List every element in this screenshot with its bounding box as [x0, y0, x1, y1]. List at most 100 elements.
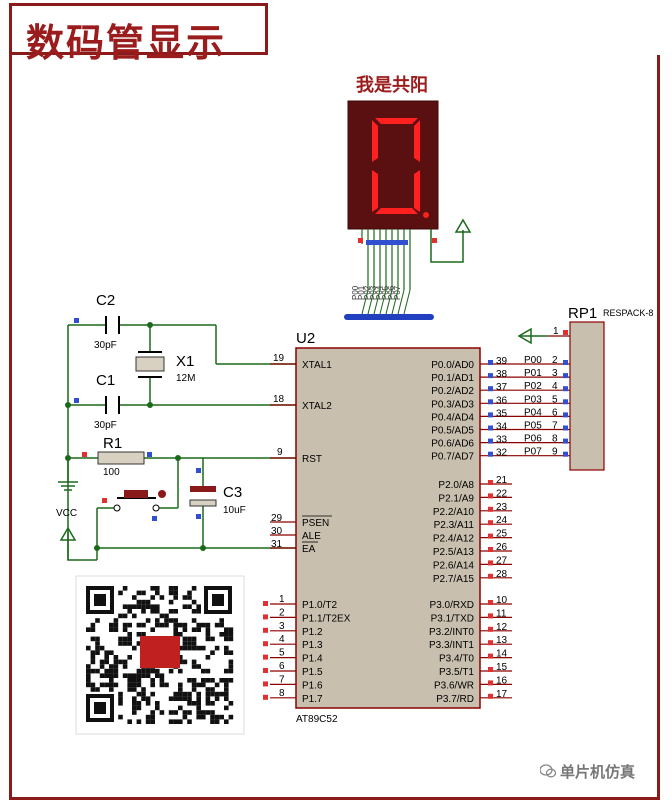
pin-name: P2.4/A12 [433, 534, 475, 545]
pin-number: 6 [279, 661, 285, 672]
net-label: P04 [524, 407, 542, 418]
pin-number: 39 [496, 356, 508, 367]
pin-name: P0.3/AD3 [431, 399, 474, 410]
svg-text:100: 100 [103, 467, 120, 478]
bus-taps [361, 289, 411, 315]
pin-number: 14 [496, 649, 508, 660]
pin-number: 11 [496, 608, 507, 619]
pin-name: P3.7/RD [436, 694, 474, 705]
svg-text:RESPACK-8: RESPACK-8 [603, 308, 653, 318]
pin-number: 13 [496, 635, 508, 646]
pin-number: 5 [279, 648, 285, 659]
net-label: P07 [524, 447, 542, 458]
pin-number: 12 [496, 622, 508, 633]
svg-text:C3: C3 [223, 484, 242, 501]
pin-name: P1.6 [302, 680, 323, 691]
pin-name: P2.3/A11 [434, 520, 475, 531]
rp-pin-number: 4 [552, 381, 558, 392]
net-label: P02 [524, 381, 542, 392]
pin-number: 4 [279, 634, 285, 645]
pin-number: 3 [279, 621, 285, 632]
rp-pin-number: 8 [552, 434, 558, 445]
svg-text:9: 9 [277, 447, 283, 458]
svg-text:19: 19 [273, 353, 285, 364]
segment-f [372, 120, 378, 162]
svg-text:30: 30 [271, 526, 283, 537]
digit-segments [372, 118, 429, 218]
pin-number: 34 [496, 422, 508, 433]
svg-text:R1: R1 [103, 435, 122, 452]
svg-text:C2: C2 [96, 292, 115, 309]
pin-name: P2.1/A9 [438, 493, 474, 504]
pin-number: 8 [279, 688, 285, 699]
chip-body [295, 347, 481, 709]
p3-pins: 10P3.0/RXD11P3.1/TXD12P3.2/INT013P3.3/IN… [429, 595, 512, 705]
reset-button [102, 490, 166, 521]
chip-ref: U2 [296, 330, 315, 347]
pin-number: 2 [279, 607, 285, 618]
net-label: P01 [524, 368, 542, 379]
vcc-arrow-icon [59, 526, 77, 560]
pin-number: 23 [496, 502, 508, 513]
display-pins [361, 229, 411, 290]
segment-b [414, 120, 420, 162]
pin-number: 22 [496, 488, 508, 499]
common-wire [430, 229, 464, 263]
title-box: 数码管显示 [9, 3, 268, 65]
pin-number: 16 [496, 675, 508, 686]
watermark-text: 单片机仿真 [560, 763, 636, 781]
pin-name: P3.1/TXD [431, 613, 474, 624]
seven-segment-display: 我是共阳 [344, 75, 472, 320]
pin-number: 36 [496, 395, 508, 406]
segment-c [414, 170, 420, 212]
pin-name: P1.2 [302, 627, 323, 638]
rp-pin-number: 2 [552, 355, 558, 366]
pin-number: 28 [496, 569, 508, 580]
left-pins: 19 XTAL1 18 XTAL2 9 RST 29 PSEN 30 ALE 3… [263, 353, 351, 705]
capacitor-c1: C1 30pF [74, 372, 120, 431]
pin-name: P2.6/A14 [433, 560, 475, 571]
pin-number: 35 [496, 408, 508, 419]
ground-symbol [58, 481, 78, 491]
pin-number: 1 [279, 594, 285, 605]
display-bus [344, 314, 434, 320]
svg-text:ALE: ALE [302, 531, 321, 542]
pin-name: P1.5 [302, 667, 323, 678]
pin-name: P1.4 [302, 654, 323, 665]
pin-name: P2.2/A10 [433, 507, 475, 518]
pin-number: 17 [496, 689, 508, 700]
page-title: 数码管显示 [26, 21, 227, 65]
svg-text:PSEN: PSEN [302, 518, 329, 529]
net-label: P03 [524, 394, 542, 405]
svg-text:XTAL2: XTAL2 [302, 401, 332, 412]
power-arrow-icon [454, 218, 472, 233]
segment-a [375, 118, 418, 124]
pin-name: P3.0/RXD [430, 600, 474, 611]
capacitor-c2: C2 30pF [74, 292, 120, 351]
rp-pin-number: 7 [552, 421, 558, 432]
svg-text:18: 18 [273, 394, 285, 405]
pin-number: 25 [496, 529, 508, 540]
pin-name: P1.0/T2 [302, 600, 337, 611]
svg-text:P00: P00 [351, 285, 360, 300]
svg-text:RST: RST [302, 454, 322, 465]
net-label: P05 [524, 421, 542, 432]
rp-pin-number: 3 [552, 368, 558, 379]
junctions [65, 322, 206, 551]
svg-text:P01: P01 [357, 285, 366, 300]
qr-logo [140, 636, 180, 668]
pin-number: 27 [496, 555, 508, 566]
pin-name: P1.1/T2EX [302, 613, 351, 624]
wechat-icon [540, 764, 556, 778]
pin-marker [358, 238, 363, 243]
pin-name: P0.0/AD0 [431, 360, 474, 371]
rp-pin-number: 6 [552, 407, 558, 418]
segment-dp [423, 212, 429, 218]
svg-text:X1: X1 [176, 353, 194, 370]
svg-text:EA: EA [302, 544, 316, 555]
pin-number: 10 [496, 595, 508, 606]
pin-number: 33 [496, 435, 508, 446]
pin-name: P0.1/AD1 [431, 373, 474, 384]
segment-e [372, 170, 378, 212]
